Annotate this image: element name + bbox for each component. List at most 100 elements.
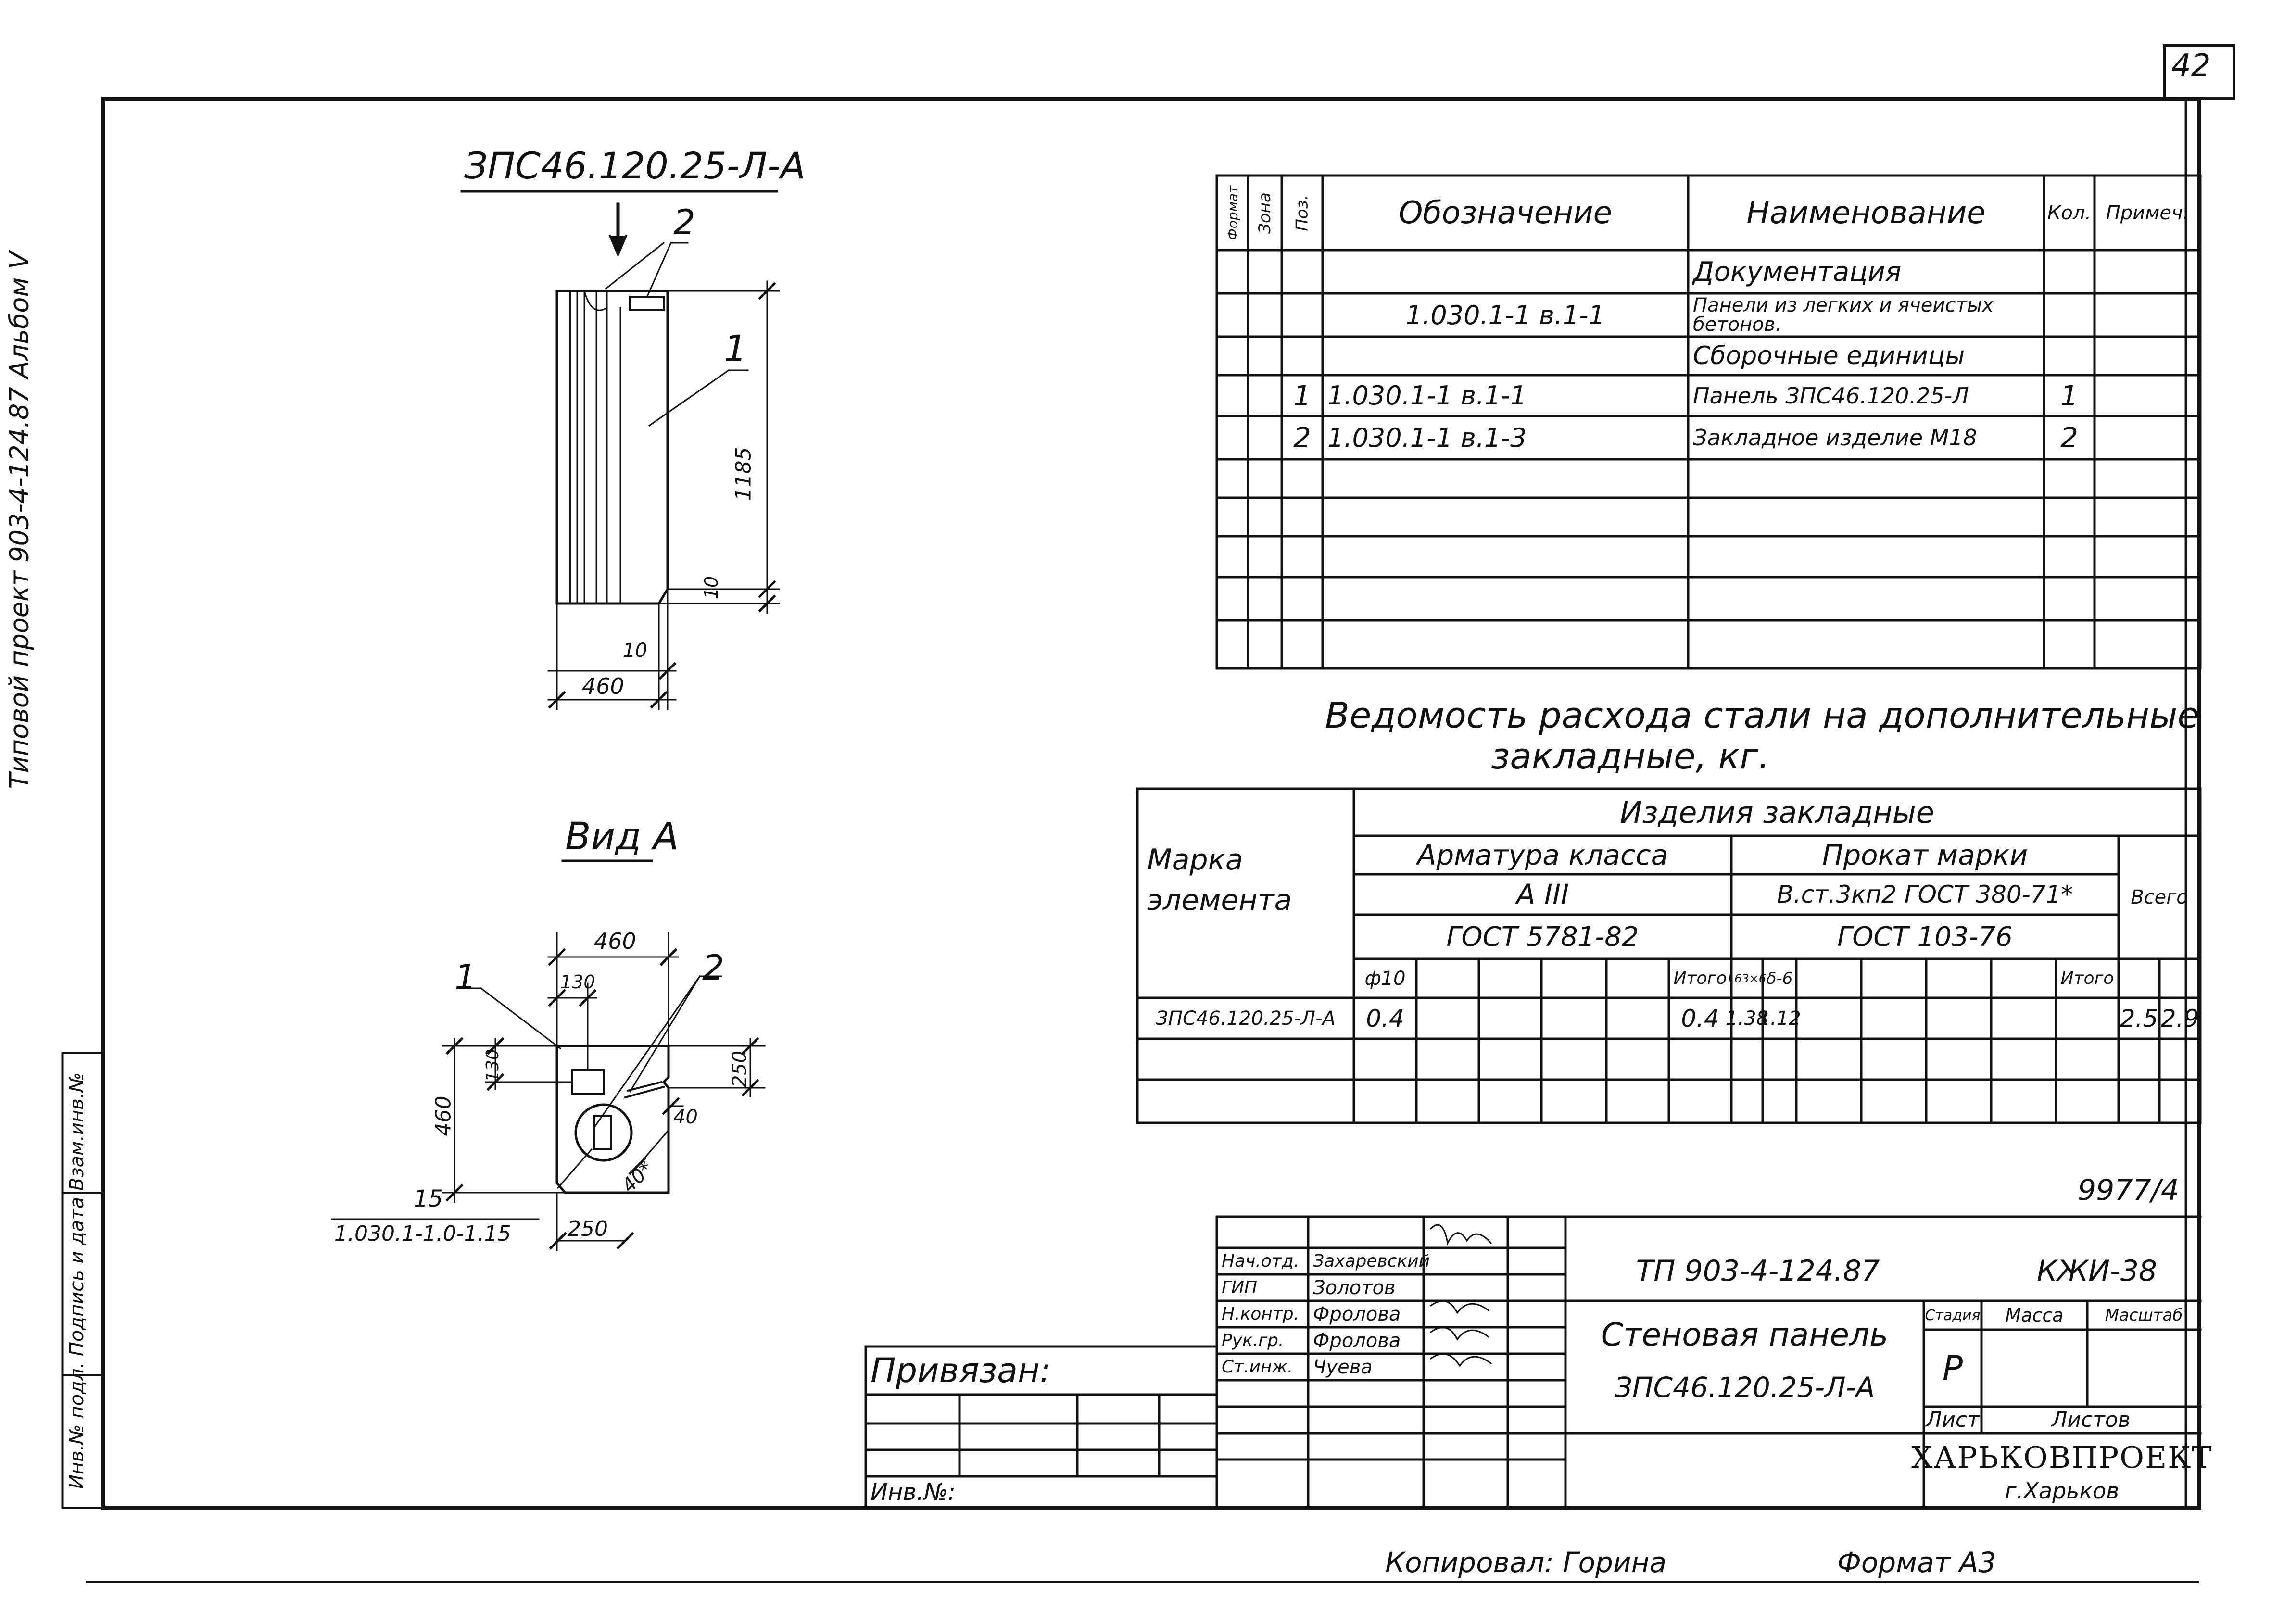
- tb-inv: Инв.№:: [871, 1478, 956, 1506]
- tb-role: Н.контр.: [1222, 1304, 1300, 1324]
- tb-stage: Р: [1942, 1348, 1963, 1388]
- spec-row-pos: 2: [1293, 421, 1311, 454]
- steel-table-grid: [1136, 787, 2202, 1124]
- spec-row-pos: 1: [1293, 379, 1311, 412]
- bottom-left-strip-text: Инв.№ подл. Подпись и дата Взам.инв.№: [66, 1072, 88, 1489]
- title-block-grid: [864, 1215, 2202, 1509]
- tb-sheets-label: Листов: [2051, 1408, 2131, 1432]
- view-dim-460-left: 460: [431, 1095, 456, 1136]
- dim-width: 460: [582, 673, 624, 699]
- steel-header-rolled-gost: ГОСТ 103-76: [1837, 921, 2013, 953]
- spec-header-designation: Обозначение: [1398, 195, 1613, 231]
- tb-code: КЖИ-38: [2036, 1254, 2158, 1288]
- tb-name: Фролова: [1313, 1329, 1401, 1352]
- steel-header-total: Всего: [2131, 886, 2188, 908]
- view-dim-250-bottom: 250: [568, 1217, 608, 1241]
- steel-row-total: 2.9: [2160, 1004, 2199, 1032]
- view-dim-460-top: 460: [594, 928, 636, 954]
- tb-name: Фролова: [1313, 1303, 1401, 1325]
- signatures: [1429, 1224, 1492, 1367]
- view-pos-2: 2: [702, 947, 724, 988]
- page-number-box: [2163, 44, 2235, 100]
- steel-row-d6: 1.12: [1758, 1007, 1801, 1030]
- steel-col-d6: δ-6: [1766, 969, 1793, 988]
- tb-bound: Привязан:: [871, 1351, 1051, 1390]
- spec-row-qty: 2: [2060, 421, 2078, 454]
- steel-col-d10: ф10: [1364, 967, 1406, 990]
- view-dim-130-top: 130: [560, 971, 595, 993]
- panel-front-view: [547, 202, 780, 710]
- steel-row-itogo1: 0.4: [1681, 1004, 1719, 1032]
- steel-title-line2: закладные, кг.: [1491, 736, 1770, 777]
- view-ref: 1.030.1-1.0-1.15: [334, 1221, 511, 1246]
- steel-col-itogo2: Итого: [2060, 969, 2114, 988]
- tb-name-line2: ЗПС46.120.25-Л-А: [1614, 1371, 1875, 1404]
- spec-row-name: Документация: [1693, 256, 1902, 288]
- dim-height: 1185: [731, 447, 756, 501]
- steel-row-mark: ЗПС46.120.25-Л-А: [1156, 1007, 1336, 1030]
- spec-row-name: Закладное изделие М18: [1693, 425, 1977, 451]
- tb-city: г.Харьков: [2005, 1478, 2120, 1504]
- view-dim-15: 15: [414, 1185, 443, 1212]
- tb-name: Золотов: [1313, 1276, 1396, 1299]
- tb-project: ТП 903-4-124.87: [1636, 1254, 1880, 1288]
- view-arrow-icon: [608, 234, 628, 258]
- view-dim-40-a: 40: [673, 1106, 698, 1128]
- steel-title-line1: Ведомость расхода стали на дополнительны…: [1325, 695, 2199, 736]
- format: Формат А3: [1837, 1546, 1996, 1579]
- steel-header-rebar-gost: ГОСТ 5781-82: [1446, 921, 1639, 953]
- spec-row-designation: 1.030.1-1 в.1-3: [1327, 422, 1527, 453]
- tb-role: Нач.отд.: [1222, 1251, 1300, 1271]
- tb-name: Захаревский: [1313, 1251, 1430, 1271]
- spec-row-designation: 1.030.1-1 в.1-1: [1327, 380, 1527, 411]
- tb-role: Ст.инж.: [1222, 1357, 1293, 1377]
- steel-header-embedded: Изделия закладные: [1620, 794, 1934, 830]
- spec-header-format: Формат: [1224, 185, 1241, 240]
- tb-role: ГИП: [1222, 1278, 1258, 1297]
- spec-row-qty: 1: [2060, 379, 2078, 412]
- tb-sheet-label: Лист: [1926, 1408, 1980, 1432]
- tb-name-line1: Стеновая панель: [1601, 1316, 1889, 1353]
- embedded-plate-view-a: [571, 1069, 605, 1095]
- steel-col-63x6: L63×6: [1728, 971, 1767, 985]
- steel-col-itogo1: Итого: [1673, 969, 1727, 988]
- view-pos-1: 1: [454, 957, 477, 997]
- spec-header-note: Примеч.: [2106, 201, 2189, 224]
- tb-name: Чуева: [1313, 1356, 1373, 1378]
- lifting-hole: [574, 1103, 633, 1162]
- steel-header-rebar-class: А III: [1516, 878, 1569, 911]
- spec-row-name: Сборочные единицы: [1693, 341, 1965, 370]
- tb-org: ХАРЬКОВПРОЕКТ: [1911, 1439, 2213, 1475]
- drawing-title: ЗПС46.120.25-Л-А: [464, 144, 806, 187]
- dim-10-bottom: 10: [623, 640, 647, 662]
- view-dim-250-right: 250: [729, 1050, 751, 1088]
- copied-by: Копировал: Горина: [1385, 1546, 1667, 1579]
- side-strip-text: Типовой проект 903-4-124.87 Альбом V: [4, 251, 35, 789]
- steel-header-rebar: Арматура класса: [1417, 839, 1668, 871]
- view-a: [331, 932, 766, 1251]
- steel-row-63x6: 1.38: [1725, 1007, 1769, 1030]
- steel-header-mark: Марка элемента: [1147, 843, 1292, 917]
- steel-row-d10: 0.4: [1366, 1004, 1404, 1032]
- spec-header-zone: Зона: [1255, 192, 1275, 234]
- tb-stage-label: Стадия: [1925, 1307, 1981, 1324]
- archive-number: 9977/4: [2078, 1173, 2180, 1207]
- tb-mass-label: Масса: [2005, 1305, 2064, 1326]
- page-number: 42: [2171, 48, 2211, 84]
- steel-row-itogo2: 2.5: [2120, 1004, 2158, 1032]
- steel-header-rolled-grade: В.ст.3кп2 ГОСТ 380-71*: [1777, 881, 2073, 908]
- tb-scale-label: Масштаб: [2105, 1306, 2183, 1325]
- embedded-plate-front: [629, 296, 665, 311]
- spec-row-designation: 1.030.1-1 в.1-1: [1405, 300, 1605, 330]
- spec-header-name: Наименование: [1746, 195, 1986, 231]
- spec-row-name: Панели из легких и ячеистых бетонов.: [1693, 294, 1994, 336]
- view-title: Вид А: [565, 815, 679, 858]
- pos-2-label: 2: [673, 202, 695, 242]
- tb-role: Рук.гр.: [1222, 1331, 1284, 1350]
- pos-1-label: 1: [724, 327, 747, 370]
- dim-10-right: 10: [701, 576, 722, 600]
- spec-row-name: Панель ЗПС46.120.25-Л: [1693, 382, 1969, 409]
- spec-header-pos: Поз.: [1292, 194, 1312, 231]
- spec-header-qty: Кол.: [2047, 201, 2092, 224]
